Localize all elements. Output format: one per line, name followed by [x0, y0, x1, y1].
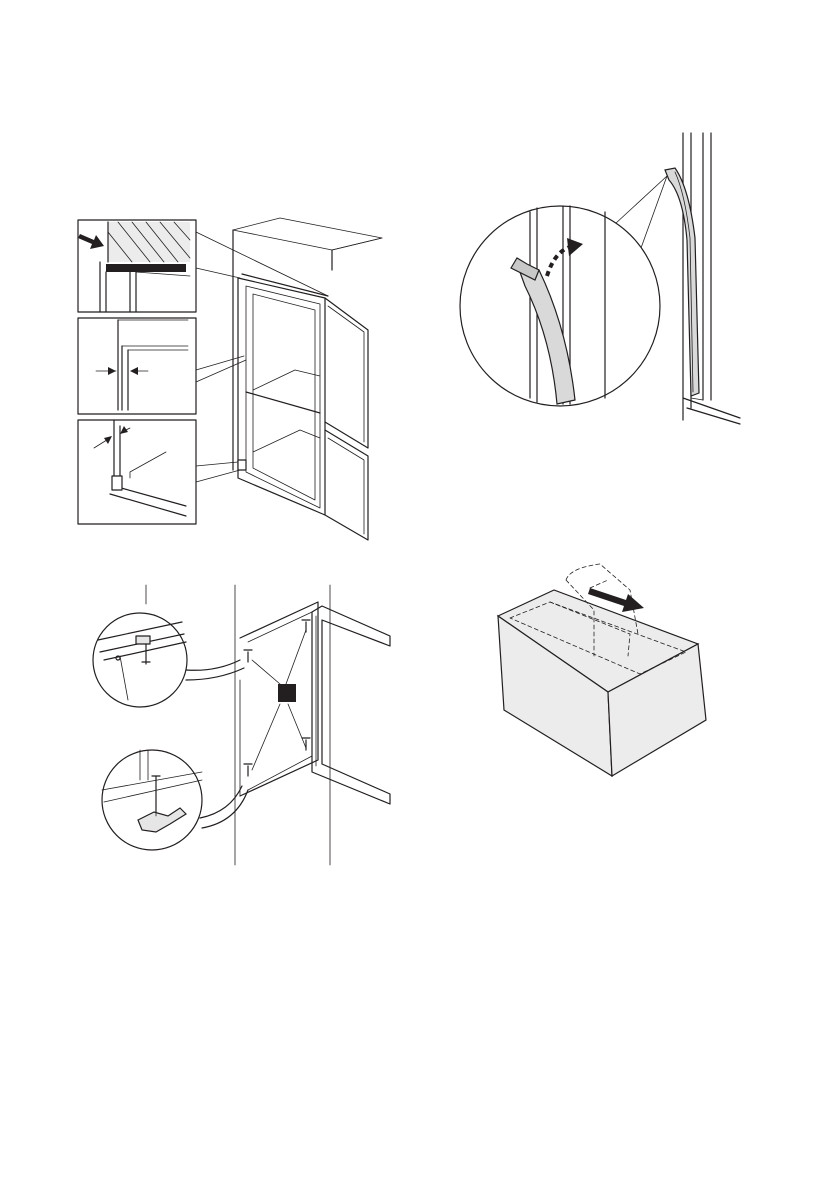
connector-lower: [200, 786, 248, 828]
door-screw-illustration: [90, 580, 400, 870]
inset-bottom-hinge: [78, 420, 196, 524]
leader-lines-1: [196, 232, 328, 296]
cabinet-alignment-svg: [70, 210, 400, 550]
cabinet-alignment-illustration: [70, 210, 400, 550]
seal-strip: [665, 168, 699, 396]
carton-box: [498, 590, 706, 776]
seal-strip-illustration: [455, 128, 755, 428]
seal-magnified-detail: [460, 206, 660, 406]
lower-bracket-detail: [102, 750, 202, 850]
appliance-door: [312, 606, 390, 804]
box-tape-illustration: [490, 560, 720, 785]
box-tape-svg: [490, 560, 720, 785]
upper-bracket-detail: [93, 613, 187, 707]
inset-gap-measure: [78, 318, 196, 414]
kitchen-cabinet: [233, 218, 382, 540]
screw-markers: [244, 620, 310, 776]
door-screw-svg: [90, 580, 400, 870]
seal-strip-svg: [455, 128, 755, 428]
callout-square: [278, 684, 296, 702]
inset-top-strip: [78, 220, 196, 312]
